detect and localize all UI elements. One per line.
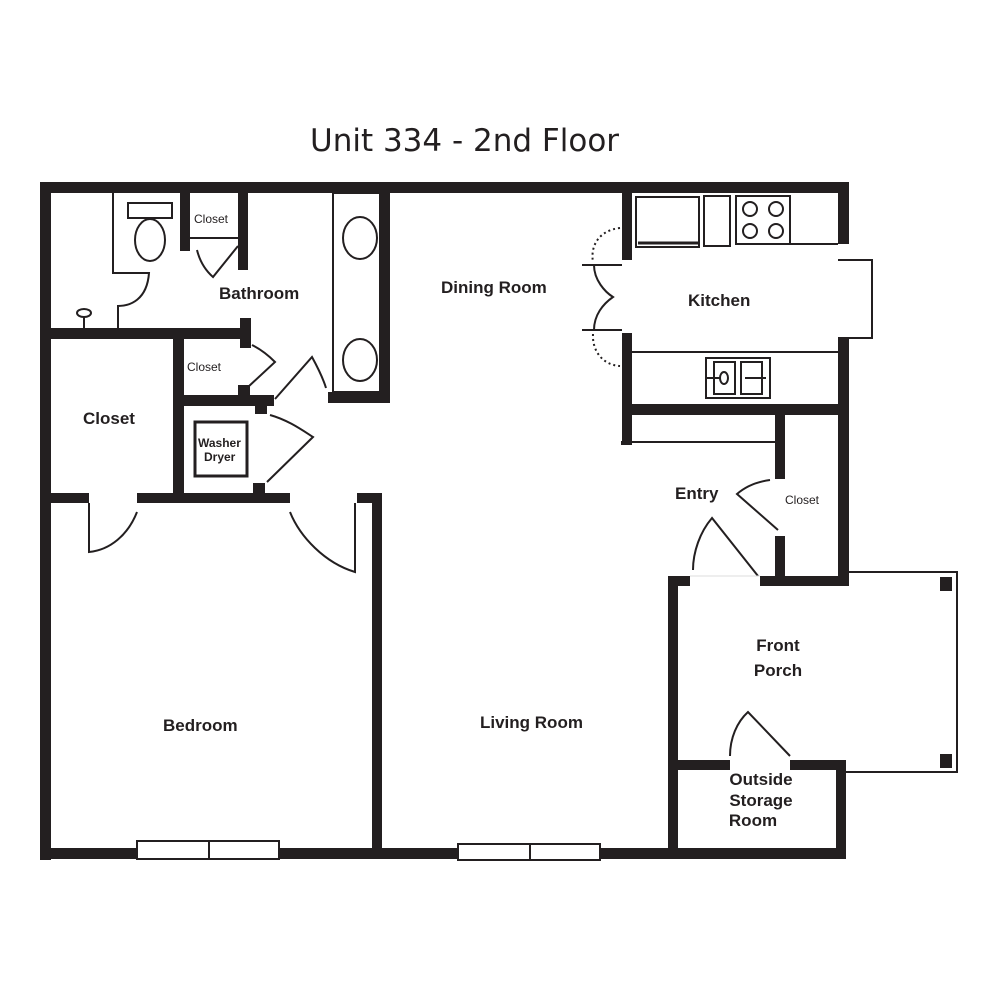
label-hall-closet: Closet — [187, 360, 222, 374]
label-storage-1: Outside — [729, 770, 792, 789]
label-front-porch-2: Porch — [754, 661, 802, 680]
label-entry-closet: Closet — [785, 493, 820, 507]
label-kitchen: Kitchen — [688, 291, 750, 310]
windows — [136, 840, 601, 861]
label-dining-room: Dining Room — [441, 278, 547, 297]
label-storage-3: Room — [729, 811, 777, 830]
label-bedroom: Bedroom — [163, 716, 238, 735]
label-living-room: Living Room — [480, 713, 583, 732]
label-bathroom: Bathroom — [219, 284, 299, 303]
label-entry: Entry — [675, 484, 719, 503]
label-storage-2: Storage — [729, 791, 792, 810]
label-bedroom-closet: Closet — [83, 409, 135, 428]
label-bath-closet: Closet — [194, 212, 229, 226]
label-washer: Washer — [198, 436, 241, 450]
fixtures — [76, 192, 958, 773]
room-labels: Bathroom Closet Closet Closet Washer Dry… — [83, 212, 820, 830]
plan-title: Unit 334 - 2nd Floor — [310, 123, 619, 159]
walls — [40, 182, 849, 860]
label-front-porch-1: Front — [756, 636, 800, 655]
label-dryer: Dryer — [204, 450, 236, 464]
